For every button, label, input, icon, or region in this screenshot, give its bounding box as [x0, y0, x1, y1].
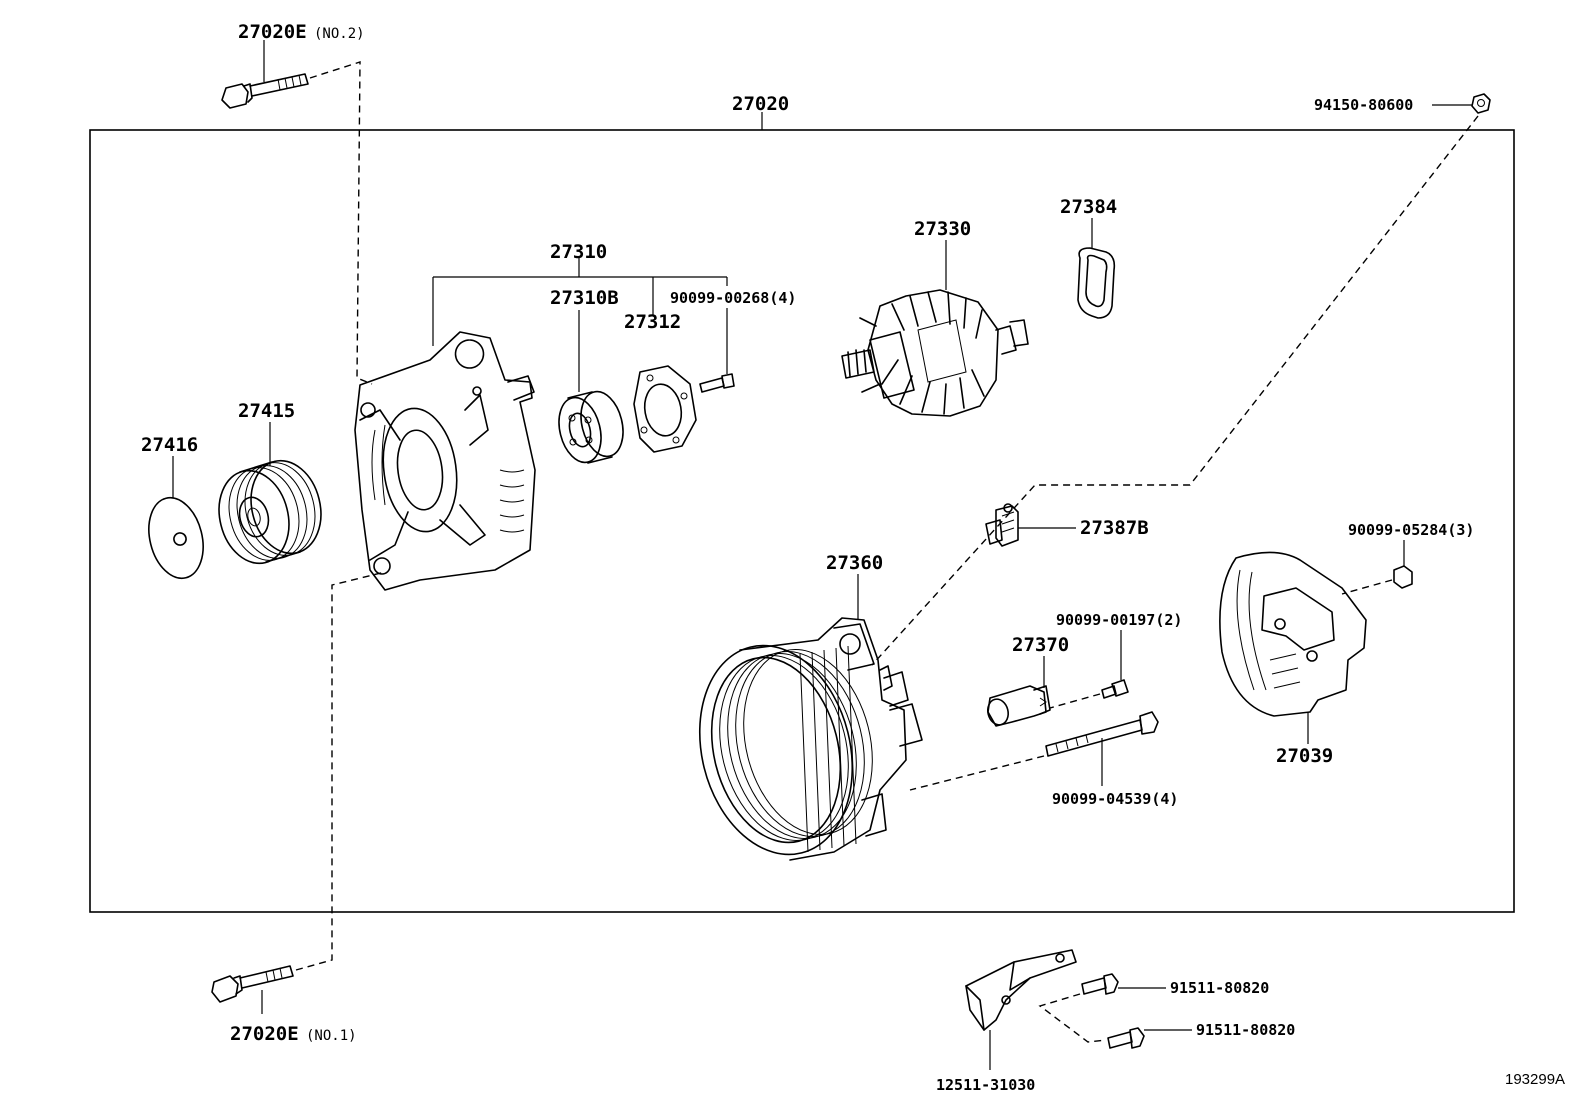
bracket-27310 — [432, 258, 728, 346]
label-91511-80820-b: 91511-80820 — [1196, 1021, 1295, 1039]
label-27310: 27310 — [550, 241, 607, 263]
label-27387B: 27387B — [1080, 517, 1149, 539]
bolt-91511-b-part — [1107, 1027, 1145, 1049]
rotor-27330-part — [841, 289, 1029, 417]
label-90099-05284: 90099-05284(3) — [1348, 521, 1474, 539]
cap-27416-part — [148, 496, 204, 580]
label-27312: 27312 — [624, 311, 681, 333]
label-27415: 27415 — [238, 400, 295, 422]
assembly-frame — [89, 129, 1515, 913]
bolt-27020E-no1-part — [211, 965, 294, 1014]
label-90099-00197: 90099-00197(2) — [1056, 611, 1182, 629]
label-27020E-no2-qualifier: (NO.2) — [314, 26, 365, 42]
label-12511-31030: 12511-31030 — [936, 1076, 1035, 1094]
rear-end-cover-27039-part — [1219, 551, 1367, 717]
cover-27384-part — [1077, 247, 1116, 319]
label-27360: 27360 — [826, 552, 883, 574]
screw-90099-00197-part — [1101, 679, 1129, 699]
dashed-line-94150 — [871, 115, 1479, 666]
label-27039: 27039 — [1276, 745, 1333, 767]
dashed-line-90099-00197 — [1049, 693, 1101, 709]
terminal-insulator-27387B-part — [985, 503, 1019, 547]
bolt-27020E-no2-part — [221, 40, 309, 109]
drive-end-frame-27310-part — [354, 331, 536, 591]
label-27020E-no1-qualifier: (NO.1) — [306, 1028, 357, 1044]
screw-90099-00268-part — [699, 373, 735, 393]
bolt-90099-04539-part — [1045, 711, 1159, 757]
retainer-plate-27312-part — [633, 365, 697, 453]
stator-27360-part — [698, 617, 923, 861]
bearing-27310B-part — [558, 390, 624, 464]
dashed-line-91511 — [1038, 993, 1107, 1043]
label-91511-80820-a: 91511-80820 — [1170, 979, 1269, 997]
label-27310B: 27310B — [550, 287, 619, 309]
bolt-91511-a-part — [1081, 973, 1119, 995]
bracket-12511-part — [965, 949, 1077, 1031]
label-90099-04539: 90099-04539(4) — [1052, 790, 1178, 808]
dashed-line-90099-04539 — [909, 755, 1045, 791]
nut-90099-05284-part — [1393, 565, 1413, 589]
label-27330: 27330 — [914, 218, 971, 240]
dashed-line-27020E-no2 — [309, 61, 373, 385]
brush-holder-27370-part — [987, 685, 1051, 727]
label-27416: 27416 — [141, 434, 198, 456]
dashed-line-27020E-no1 — [295, 571, 386, 971]
nut-94150-part — [1471, 93, 1491, 114]
label-27384: 27384 — [1060, 196, 1117, 218]
label-94150-80600: 94150-80600 — [1314, 96, 1413, 114]
label-27020E-no1: 27020E — [230, 1023, 299, 1045]
figure-number: 193299A — [1505, 1071, 1565, 1088]
label-assembly: 27020 — [732, 93, 789, 115]
label-90099-00268: 90099-00268(4) — [670, 289, 796, 307]
label-27370: 27370 — [1012, 634, 1069, 656]
dashed-line-90099-05284 — [1341, 579, 1393, 595]
label-27020E-no2: 27020E — [238, 21, 307, 43]
pulley-27415-part — [218, 459, 322, 565]
